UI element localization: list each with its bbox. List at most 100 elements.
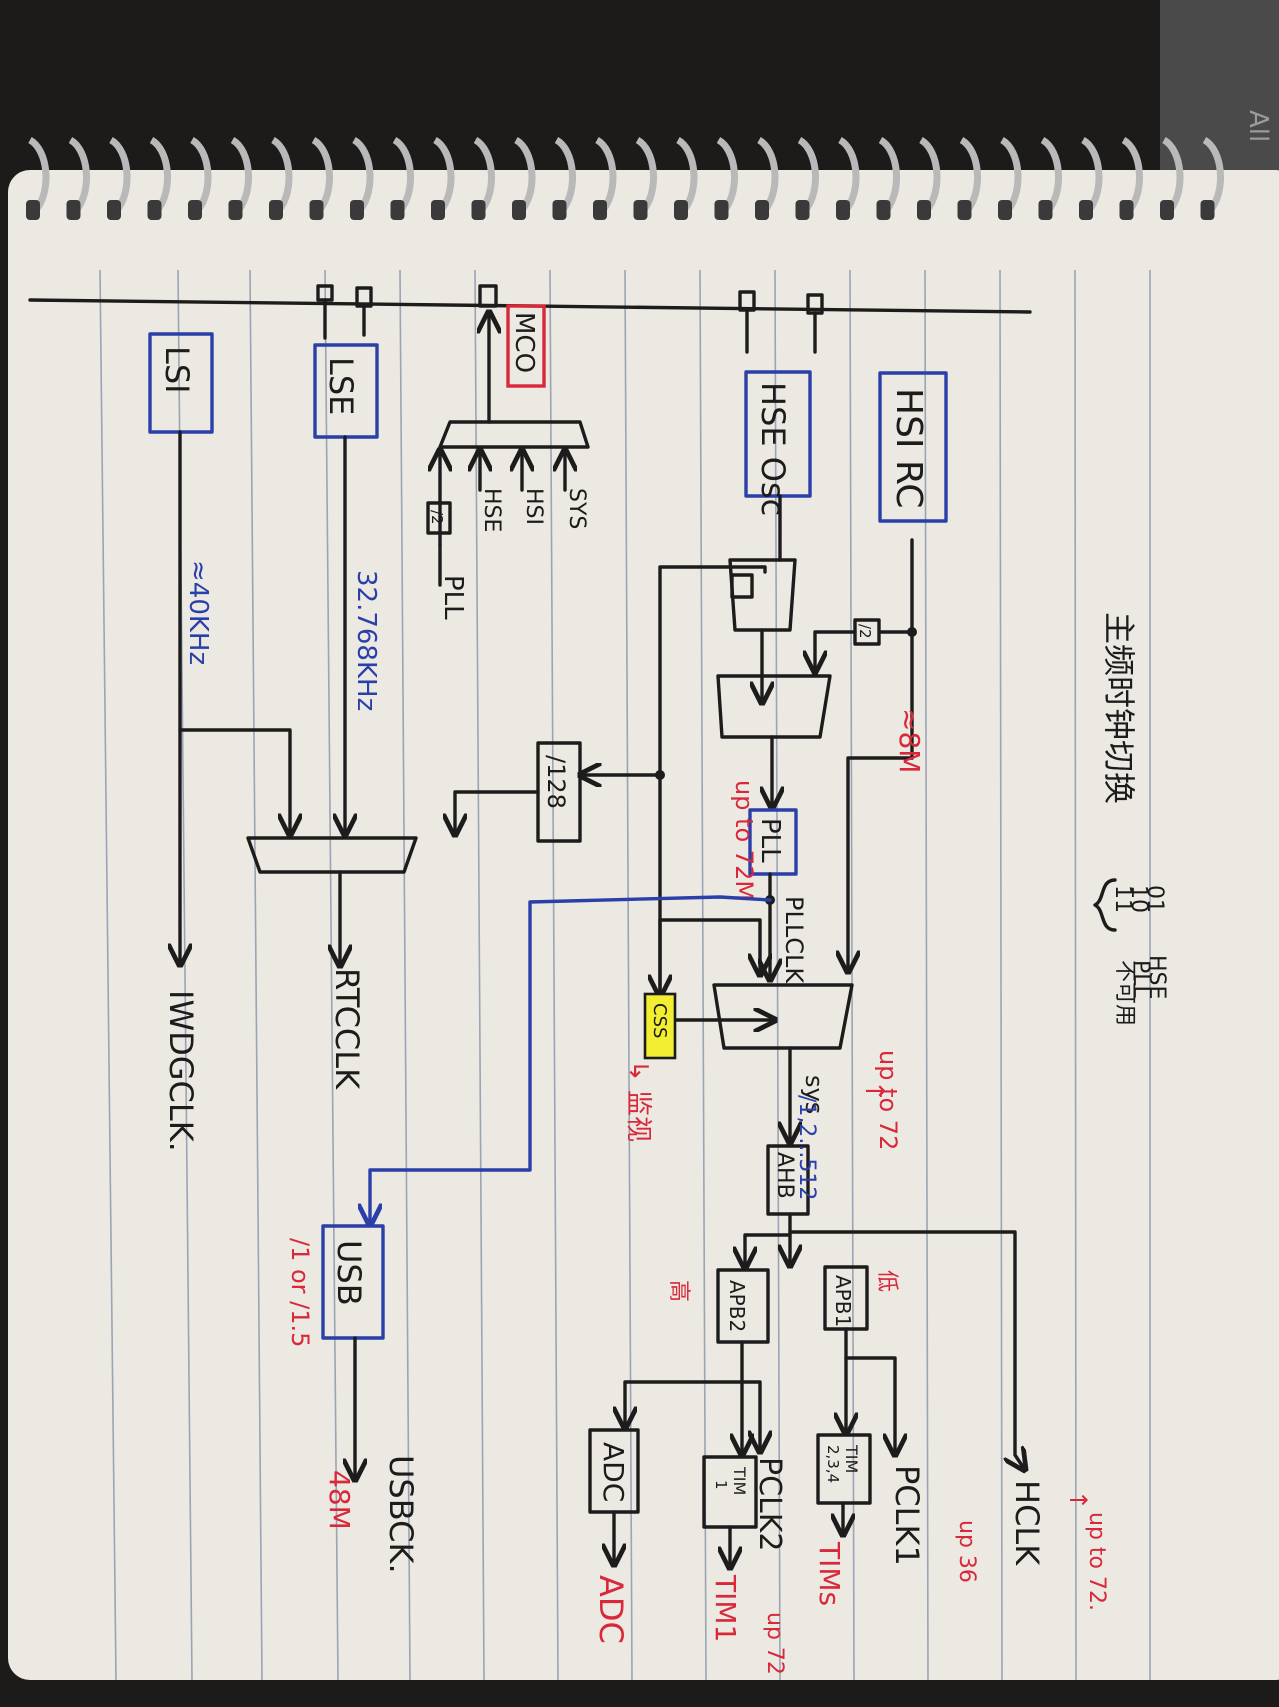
adc-label: ADC bbox=[597, 1442, 630, 1502]
header-target-hse: HSE bbox=[1144, 955, 1169, 999]
mco-label: MCO bbox=[509, 312, 539, 373]
spiral-hole bbox=[795, 200, 810, 220]
spiral-ring bbox=[149, 136, 171, 213]
spiral-ring bbox=[1040, 136, 1062, 213]
hse-paths bbox=[658, 494, 797, 1004]
pclk1-max-label: up 36 bbox=[954, 1520, 979, 1583]
spiral-ring bbox=[392, 136, 414, 213]
spiral-hole bbox=[593, 200, 607, 220]
spiral-ring bbox=[1161, 136, 1184, 213]
tim234-line1: TIM bbox=[842, 1444, 861, 1473]
adc-out-label: ADC bbox=[592, 1575, 630, 1644]
spiral-hole bbox=[147, 200, 162, 220]
spiral-hole bbox=[1200, 200, 1215, 220]
spiral-hole bbox=[350, 200, 364, 220]
pllclk-label: PLLCLK bbox=[780, 896, 808, 984]
spiral-hole bbox=[633, 200, 648, 220]
hclk-arrow: ↑ bbox=[1064, 1490, 1092, 1510]
header-target-pll: PLL bbox=[1128, 960, 1153, 999]
usbck-label: USBCK. bbox=[382, 1455, 420, 1574]
pclk2-label: PCLK2 bbox=[752, 1457, 787, 1552]
spiral-hole bbox=[188, 200, 202, 220]
hclk-max-label: up to 72. bbox=[1084, 1512, 1109, 1611]
apb1-note: 低 bbox=[874, 1270, 899, 1292]
apb2-block: APB2 高 PCLK2 up 72 bbox=[625, 1268, 787, 1675]
spiral-hole bbox=[107, 200, 121, 220]
rtc-clock-mux: RTCCLK bbox=[178, 435, 418, 1090]
hsi-freq-label: ≈8M bbox=[893, 708, 926, 773]
tim1-line1: TIM bbox=[730, 1466, 749, 1495]
desk-shadow bbox=[1160, 0, 1279, 170]
hse-css-paths bbox=[580, 770, 775, 1020]
spiral-ring bbox=[270, 136, 293, 213]
tim234-block: TIM 2,3,4 TIMs bbox=[813, 1433, 872, 1606]
rtcclk-label: RTCCLK bbox=[328, 968, 366, 1090]
pll-block: PLL PLLCLK up to 72M bbox=[730, 780, 808, 984]
lse-block: LSE bbox=[313, 343, 379, 439]
spiral-ring bbox=[837, 136, 860, 213]
spiral-hole bbox=[836, 200, 850, 220]
apb1-block: APB1 低 PCLK1 up 36 bbox=[823, 1265, 979, 1583]
pclk2-max-label: up 72 bbox=[762, 1612, 787, 1675]
spiral-ring bbox=[675, 136, 698, 213]
spiral-hole bbox=[1160, 200, 1174, 220]
spiral-hole bbox=[66, 200, 81, 220]
spiral-ring bbox=[1202, 136, 1224, 213]
pll-max-label: up to 72M bbox=[730, 780, 758, 901]
hsi-rc-block: HSI RC bbox=[878, 371, 948, 523]
spiral-hole bbox=[1079, 200, 1093, 220]
mco-block: MCO bbox=[506, 304, 546, 388]
spiral-ring bbox=[716, 136, 738, 213]
spiral-ring bbox=[999, 136, 1022, 213]
spiral-hole bbox=[269, 200, 283, 220]
apb2-note: 高 bbox=[666, 1280, 691, 1302]
spiral-ring bbox=[513, 136, 536, 213]
spiral-ring bbox=[918, 136, 941, 213]
spiral-ring bbox=[1080, 136, 1103, 213]
paper bbox=[8, 170, 1279, 1680]
header-brace bbox=[1093, 878, 1117, 932]
spiral-ring bbox=[756, 136, 779, 213]
usb-clock-path bbox=[370, 895, 772, 1225]
spiral-ring bbox=[68, 136, 90, 213]
tim1-line2: 1 bbox=[712, 1480, 730, 1490]
spiral-ring bbox=[230, 136, 252, 213]
spiral-hole bbox=[957, 200, 972, 220]
spiral-hole bbox=[471, 200, 486, 220]
spiral-ring bbox=[27, 136, 50, 213]
tim1-block: TIM 1 TIM1 bbox=[702, 1455, 758, 1642]
sys-max-label: up to 72 bbox=[874, 1050, 902, 1150]
header-note: 主频时钟切换 01 10 11 HSE PLL 不可用 bbox=[1093, 612, 1169, 1026]
spiral-hole bbox=[998, 200, 1012, 220]
ahb-label: AHB bbox=[772, 1152, 797, 1199]
spiral-ring bbox=[473, 136, 495, 213]
lse-freq-label: 32.768KHz bbox=[351, 570, 381, 711]
corner-text: All bbox=[1243, 110, 1273, 142]
spiral-hole bbox=[755, 200, 769, 220]
mco-div-label: /2 bbox=[428, 510, 446, 525]
pll-label: PLL bbox=[755, 818, 785, 863]
spiral-hole bbox=[917, 200, 931, 220]
spiral-hole bbox=[431, 200, 445, 220]
spiral-hole bbox=[714, 200, 729, 220]
rtc-div-block: /128 bbox=[455, 741, 582, 843]
usb-label: USB bbox=[330, 1240, 368, 1306]
spiral-hole bbox=[228, 200, 243, 220]
spiral-ring bbox=[797, 136, 819, 213]
usb-prescaler-label: /1 or /1.5 bbox=[286, 1238, 314, 1347]
lse-label: LSE bbox=[322, 357, 360, 415]
spiral-ring bbox=[594, 136, 617, 213]
spiral-hole bbox=[309, 200, 324, 220]
lsi-freq-label: ≈40KHz bbox=[183, 560, 213, 665]
pll-source-mux bbox=[716, 674, 832, 808]
hsi-paths: /2 ≈8M bbox=[815, 538, 926, 972]
css-block: CSS ↳ 监视 bbox=[623, 992, 677, 1142]
spiral-ring bbox=[108, 136, 131, 213]
spiral-hole bbox=[674, 200, 688, 220]
adc-block: ADC ADC bbox=[588, 1428, 640, 1644]
header-title: 主频时钟切换 bbox=[1100, 612, 1138, 804]
tim1-out-label: TIM1 bbox=[709, 1574, 742, 1642]
mco-input-hse: HSE bbox=[479, 488, 504, 532]
css-note: ↳ 监视 bbox=[623, 1060, 653, 1142]
tims-label: TIMs bbox=[813, 1541, 846, 1606]
